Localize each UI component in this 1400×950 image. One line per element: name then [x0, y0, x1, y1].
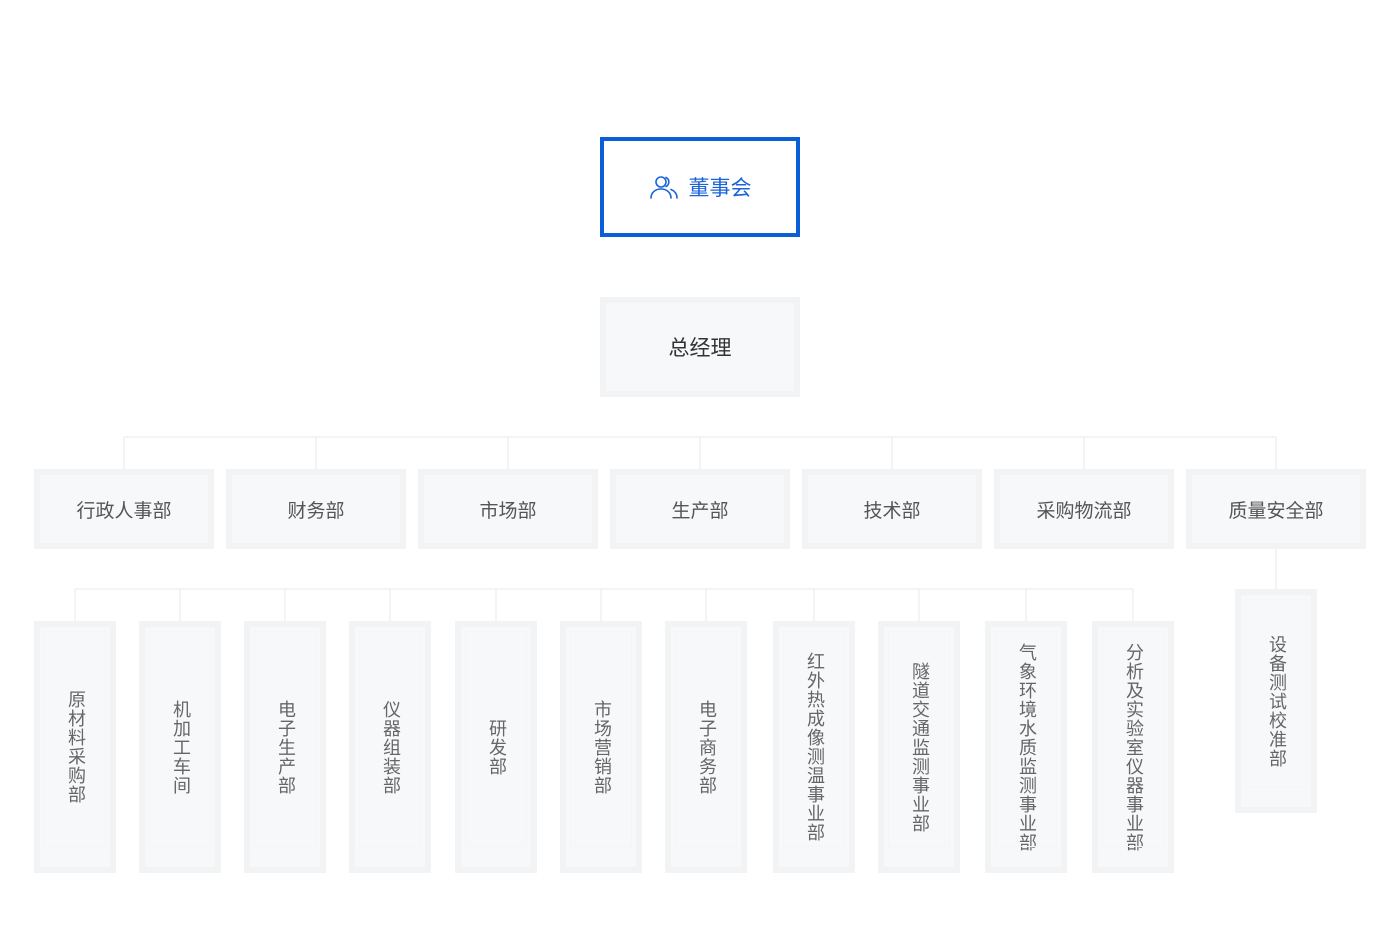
- unit-label: 红外热成像测温事业部: [804, 652, 825, 842]
- unit-label: 电子生产部: [275, 699, 296, 795]
- unit-instrument-assembly[interactable]: 仪器组装部: [349, 621, 431, 873]
- unit-label: 隧道交通监测事业部: [909, 661, 930, 833]
- unit-electronics-production[interactable]: 电子生产部: [244, 621, 326, 873]
- unit-label: 气象环境水质监测事业部: [1016, 642, 1037, 852]
- unit-label: 分析及实验室仪器事业部: [1123, 642, 1144, 852]
- board-of-directors-node[interactable]: 董事会: [600, 137, 800, 237]
- general-manager-node[interactable]: 总经理: [600, 297, 800, 397]
- unit-weather-env-water-monitoring[interactable]: 气象环境水质监测事业部: [985, 621, 1067, 873]
- dept-label: 行政人事部: [76, 499, 172, 522]
- unit-label: 机加工车间: [170, 699, 191, 795]
- unit-marketing[interactable]: 市场营销部: [560, 621, 642, 873]
- unit-label: 设备测试校准部: [1266, 634, 1287, 768]
- unit-label: 电子商务部: [696, 699, 717, 795]
- dept-label: 财务部: [287, 499, 345, 522]
- dept-label: 采购物流部: [1036, 499, 1132, 522]
- board-label: 董事会: [688, 176, 752, 200]
- dept-quality-safety[interactable]: 质量安全部: [1186, 469, 1366, 549]
- unit-machining-workshop[interactable]: 机加工车间: [139, 621, 221, 873]
- unit-label: 仪器组装部: [380, 699, 401, 795]
- unit-equipment-test-calibration[interactable]: 设备测试校准部: [1235, 589, 1317, 813]
- users-icon: [649, 174, 679, 200]
- unit-rnd[interactable]: 研发部: [455, 621, 537, 873]
- dept-label: 市场部: [479, 499, 537, 522]
- dept-market[interactable]: 市场部: [418, 469, 598, 549]
- dept-technology[interactable]: 技术部: [802, 469, 982, 549]
- unit-label: 原材料采购部: [65, 690, 86, 804]
- unit-ecommerce[interactable]: 电子商务部: [665, 621, 747, 873]
- dept-label: 质量安全部: [1228, 499, 1324, 522]
- dept-purchasing-logistics[interactable]: 采购物流部: [994, 469, 1174, 549]
- dept-production[interactable]: 生产部: [610, 469, 790, 549]
- unit-infrared-thermal-imaging[interactable]: 红外热成像测温事业部: [773, 621, 855, 873]
- dept-label: 生产部: [671, 499, 729, 522]
- unit-tunnel-traffic-monitoring[interactable]: 隧道交通监测事业部: [878, 621, 960, 873]
- dept-finance[interactable]: 财务部: [226, 469, 406, 549]
- unit-analysis-lab-instruments[interactable]: 分析及实验室仪器事业部: [1092, 621, 1174, 873]
- unit-raw-material-purchasing[interactable]: 原材料采购部: [34, 621, 116, 873]
- unit-label: 研发部: [486, 718, 507, 776]
- unit-label: 市场营销部: [591, 699, 612, 795]
- dept-label: 技术部: [863, 499, 921, 522]
- general-manager-label: 总经理: [668, 336, 732, 360]
- dept-admin-hr[interactable]: 行政人事部: [34, 469, 214, 549]
